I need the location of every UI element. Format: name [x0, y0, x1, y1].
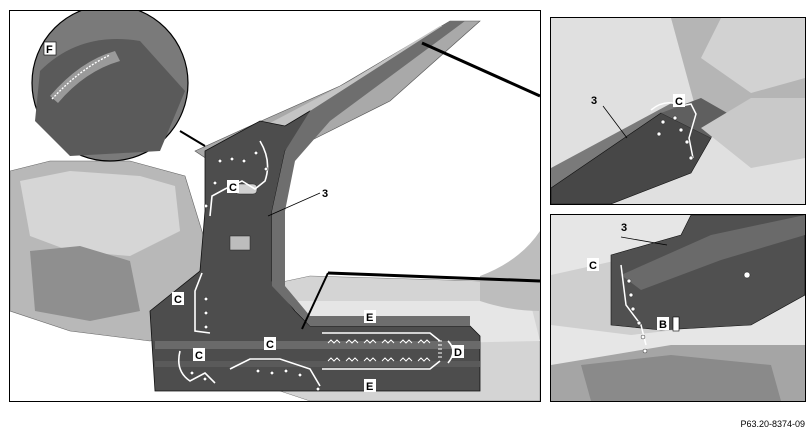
callout-f: F [46, 44, 53, 56]
inset-top-callouts: 3 C [591, 94, 685, 108]
callout-part-3: 3 [322, 188, 328, 200]
inset-top-callout-c: C [675, 96, 683, 108]
inset-bottom-callout-b: B [659, 319, 667, 331]
callout-c-pillar: C [229, 182, 237, 194]
inset-bottom-callout-part-3: 3 [621, 222, 627, 234]
main-view-panel: F 3 C C C C E E D [9, 10, 541, 402]
main-view-callouts: F 3 C C C C E E D [43, 41, 464, 393]
inset-top-drawing [551, 18, 805, 204]
callout-c-left: C [174, 294, 182, 306]
inset-top-callout-part-3: 3 [591, 95, 597, 107]
inset-bottom-callouts: 3 C B [587, 222, 669, 331]
callout-c-lower-left: C [195, 350, 203, 362]
figure-reference-code: P63.20-8374-09 [740, 419, 805, 429]
callout-e-lower: E [366, 381, 373, 393]
inset-top-panel: 3 C [550, 17, 806, 205]
callout-c-lower-mid: C [266, 339, 274, 351]
inset-bottom-drawing [551, 215, 805, 401]
callout-e-upper: E [366, 312, 373, 324]
inset-bottom-callout-c: C [589, 260, 597, 272]
inset-bottom-panel: 3 C B [550, 214, 806, 402]
callout-d: D [454, 347, 462, 359]
